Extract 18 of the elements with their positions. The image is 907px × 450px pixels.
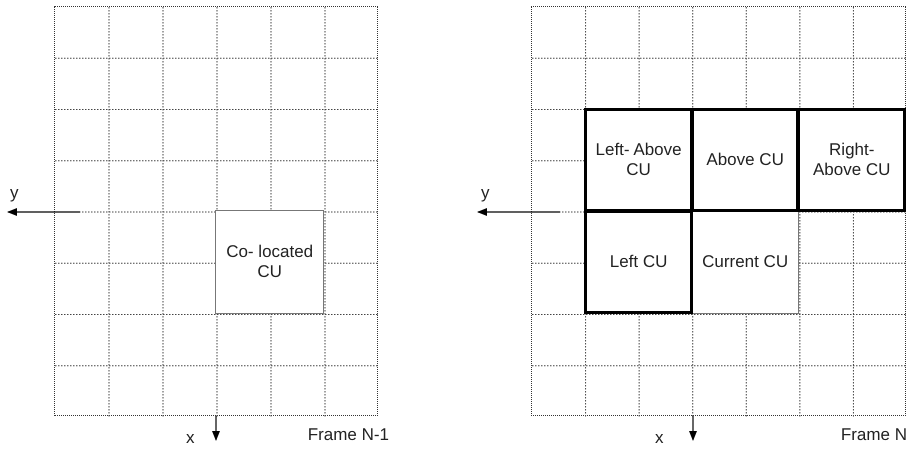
cu-block [690,108,800,212]
cu-block [584,108,693,212]
cu-label: Left CU [608,252,668,272]
cu-label: Above CU [705,150,785,170]
axis-label: y [481,183,490,203]
cu-label: Left- Above CU [594,140,683,180]
axis-label: y [10,183,18,203]
cu-block [797,108,906,212]
axis-label: x [186,428,194,448]
cu-label: Right- Above CU [812,140,892,180]
cu-label: Current CU [701,252,790,272]
frame-label: Frame N [840,425,907,445]
cu-label: Co- located CU [225,242,314,282]
cu-block [690,210,800,314]
frame-label: Frame N-1 [308,425,389,445]
cu-block [215,210,324,314]
cu-block [584,210,693,314]
axis-label: x [655,428,664,448]
